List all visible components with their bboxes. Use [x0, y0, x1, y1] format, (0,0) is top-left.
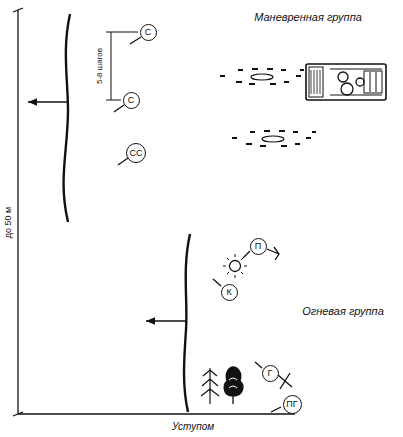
soldier-tail — [255, 362, 262, 368]
annotation-label: 5-8 шагов — [96, 47, 104, 85]
soldier-tail — [271, 407, 281, 412]
annotation-label: Уступом — [171, 422, 215, 432]
role-letter: П — [255, 242, 261, 251]
role-letter: С — [128, 96, 135, 105]
soldier-marks — [220, 69, 304, 84]
role-letter: С — [145, 28, 152, 37]
soldier-tail — [213, 279, 221, 286]
tree — [224, 367, 243, 404]
dismount-point — [251, 74, 273, 80]
soldier-circle: К — [221, 284, 238, 301]
observation-rays — [223, 254, 247, 278]
annotation-label: Огневая группа — [301, 306, 385, 317]
baseline — [18, 413, 295, 414]
dimension-tick — [13, 8, 23, 12]
combat-vehicle — [306, 64, 386, 100]
tree-detail — [229, 378, 237, 388]
soldier-circle: ПГ — [283, 395, 302, 414]
role-letter: ПГ — [286, 400, 297, 409]
dismount-point — [262, 136, 284, 142]
soldier-circle: СС — [126, 143, 146, 163]
observation-symbol — [230, 261, 241, 272]
soldier-circle: Г — [262, 365, 279, 382]
soldier-tail — [114, 105, 124, 112]
soldier-circle: С — [140, 24, 157, 41]
annotation-label: до 50 м — [5, 205, 14, 238]
soldier-circle: С — [123, 92, 140, 109]
soldier-circle: П — [250, 238, 267, 255]
dimension-tick — [106, 100, 121, 101]
cover-line — [64, 14, 70, 222]
weapon-symbol — [278, 373, 292, 389]
weapon-symbol — [267, 247, 279, 260]
cover-line — [184, 234, 190, 412]
dimension-line — [17, 10, 18, 414]
role-letter: Г — [268, 369, 273, 378]
soldier-tail — [118, 158, 128, 165]
role-letter: К — [226, 288, 231, 297]
role-letter: СС — [130, 149, 143, 158]
tree — [201, 368, 219, 404]
soldier-tail — [130, 37, 141, 44]
soldier-tail — [243, 251, 250, 258]
dimension-line — [111, 32, 112, 100]
direction-arrow — [28, 101, 68, 102]
annotation-label: Маневренная группа — [253, 12, 363, 23]
direction-arrow — [146, 320, 186, 321]
dimension-tick — [106, 32, 138, 33]
soldier-marks — [232, 131, 316, 146]
